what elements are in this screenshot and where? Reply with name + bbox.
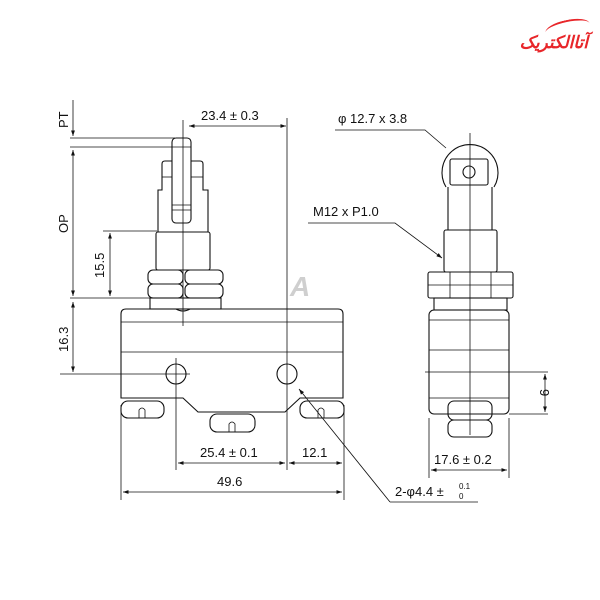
- dim-49-6: 49.6: [217, 474, 242, 489]
- side-view: [308, 129, 548, 478]
- dim-thread: M12 x P1.0: [313, 204, 379, 219]
- dim-pt: PT: [56, 111, 71, 128]
- dim-roller: φ 12.7 x 3.8: [338, 111, 407, 126]
- dim-hole-tol-lower: 0: [459, 492, 464, 501]
- dim-hole-tol-upper: 0.1: [459, 482, 471, 491]
- dim-17-6: 17.6 ± 0.2: [434, 452, 492, 467]
- front-view: [60, 100, 478, 503]
- dim-hole: 2-φ4.4 ±: [395, 484, 444, 499]
- dim-op: OP: [56, 214, 71, 233]
- dim-9: 9: [537, 389, 552, 396]
- dim-16-3: 16.3: [56, 327, 71, 352]
- dim-12-1: 12.1: [302, 445, 327, 460]
- dim-23-4: 23.4 ± 0.3: [201, 108, 259, 123]
- watermark: A: [289, 271, 310, 302]
- dim-15-5: 15.5: [92, 253, 107, 278]
- brand-logo: آتاالکتریک: [519, 33, 588, 53]
- dim-25-4: 25.4 ± 0.1: [200, 445, 258, 460]
